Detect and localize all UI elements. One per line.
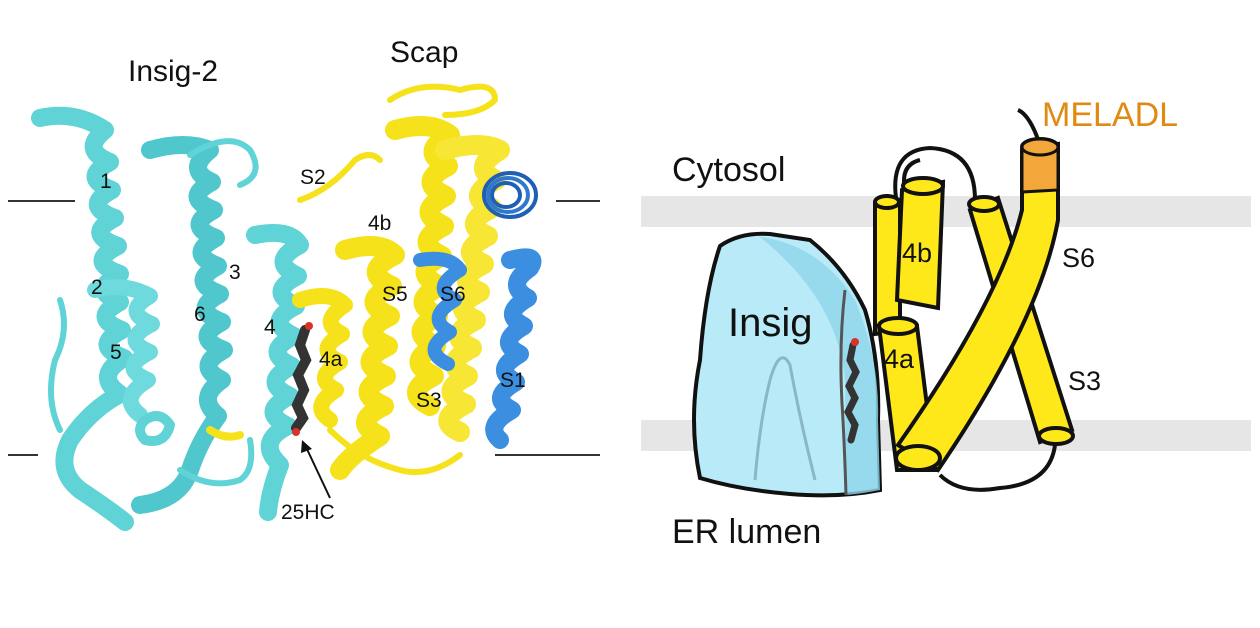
- cytosol-label: Cytosol: [672, 151, 785, 189]
- scap-helix-label-s1: S1: [500, 369, 526, 392]
- cartoon-ligand: [844, 338, 860, 444]
- meladl-label: MELADL: [1042, 96, 1178, 134]
- scap-helix-label-s3: S3: [416, 389, 442, 412]
- insig-helix-label-5: 5: [110, 341, 122, 364]
- insig-helix-label-3: 3: [229, 261, 241, 284]
- scap-helix-label-4a: 4a: [319, 348, 343, 371]
- insig-cartoon-label: Insig: [728, 301, 813, 345]
- ligand-label: 25HC: [281, 501, 335, 524]
- scap-helix-label-s6: S6: [440, 283, 466, 306]
- scap-helix-label-s5: S5: [382, 283, 408, 306]
- insig2-title: Insig-2: [128, 55, 218, 88]
- scap-cylinders: [873, 108, 1075, 492]
- insig-helix-label-4: 4: [264, 316, 276, 339]
- scap-helix-label-4b: 4b: [368, 212, 391, 235]
- insig-helix-label-2: 2: [91, 276, 103, 299]
- cartoon-panel: Cytosol ER lumen: [641, 96, 1251, 551]
- ligand-25hc: [291, 322, 313, 436]
- er-lumen-label: ER lumen: [672, 513, 821, 551]
- scap-helix-label-s2: S2: [300, 166, 326, 189]
- helix-label-4a: 4a: [884, 344, 915, 374]
- structure-panel: Insig-2 Scap 1 2 3 4 5 6 S1 S2 S3 4a 4b …: [8, 36, 600, 531]
- scap-title: Scap: [390, 36, 458, 69]
- membrane-band-top: [641, 196, 1251, 227]
- helix-label-4b: 4b: [902, 238, 932, 268]
- insig-helix-label-6: 6: [194, 303, 206, 326]
- meladl-motif-cap: [1020, 137, 1060, 157]
- helix-label-s6: S6: [1062, 243, 1095, 273]
- insig2-ribbon: [31, 106, 309, 531]
- scap-ribbon: [206, 83, 542, 480]
- ligand-arrow: [301, 440, 331, 499]
- helix-label-s3: S3: [1068, 366, 1101, 396]
- insig-helix-label-1: 1: [100, 170, 112, 193]
